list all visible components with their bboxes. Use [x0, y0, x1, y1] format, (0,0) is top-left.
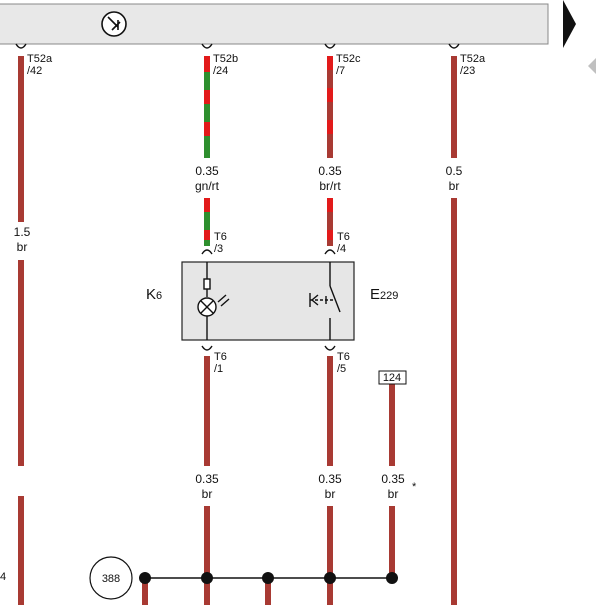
connector-t52a-42: T52a/42 [27, 53, 53, 77]
component-k6-label: K6 [146, 286, 162, 303]
connector-t52a-23: T52a/23 [460, 53, 486, 77]
next-page-arrow-icon[interactable] [563, 0, 576, 48]
top-bus-bar [0, 3, 549, 45]
ref-circle-388[interactable] [89, 556, 133, 600]
component-e229-label: E229 [370, 286, 398, 303]
ref-box-124-label: 124 [383, 372, 401, 384]
wire-7-note-mark: * [412, 481, 417, 493]
junction-dots [139, 572, 398, 584]
connector-t52c-7: T52c/7 [336, 53, 361, 77]
connector-t52b-24: T52b/24 [213, 53, 238, 77]
connector-t6-4: T6/4 [337, 231, 350, 255]
ref-circle-388-label: 388 [102, 573, 120, 585]
connector-pins [15, 43, 460, 351]
connector-t6-1: T6/1 [214, 351, 227, 375]
ground-symbol-icon [101, 11, 127, 37]
lamp-icon [197, 262, 230, 340]
switch-icon [309, 262, 341, 340]
connector-t6-5: T6/5 [337, 351, 350, 375]
left-edge-text: 4 [0, 571, 6, 583]
connector-t6-3: T6/3 [214, 231, 227, 255]
back-arrow-icon[interactable] [588, 58, 596, 74]
ref-box-124[interactable] [378, 370, 407, 385]
